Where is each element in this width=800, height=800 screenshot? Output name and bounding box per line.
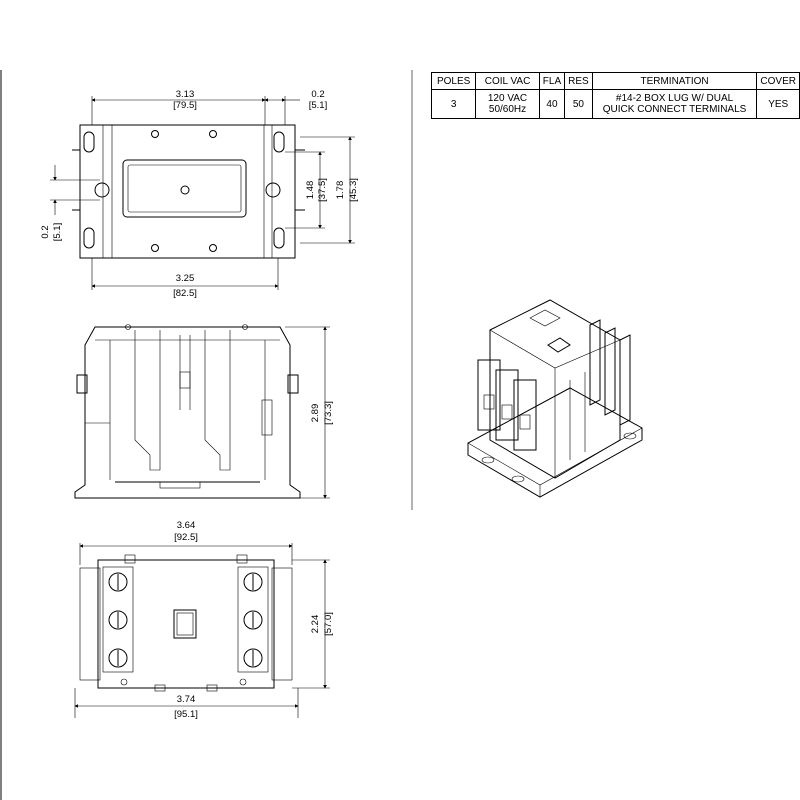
- dim-overall-height-in: 1.78: [335, 181, 346, 200]
- dim-bottom-width-top-mm: [92.5]: [174, 532, 198, 543]
- dim-side-height-in: 2.89: [310, 404, 321, 423]
- dim-top-offset-mm: [5.1]: [309, 100, 328, 111]
- dim-side-height-mm: [73.3]: [323, 401, 334, 425]
- terminal-screws-left: [108, 572, 128, 668]
- termination-line1: #14-2 BOX LUG W/ DUAL: [615, 93, 734, 104]
- dim-overall-height-mm: [45.3]: [348, 178, 359, 202]
- cell-poles: 3: [430, 89, 477, 119]
- dim-left-offset-mm: [5.1]: [52, 223, 63, 242]
- coil-vac-line1: 120 VAC: [487, 93, 528, 104]
- dim-bottom-width-top-in: 3.64: [177, 520, 196, 531]
- header-res: RES: [564, 72, 593, 90]
- dim-bottom-width-overall-in: 3.74: [177, 694, 196, 705]
- dim-top-width-in: 3.13: [176, 89, 195, 100]
- terminal-screws-right: [243, 572, 263, 668]
- coil-vac-line2: 50/60Hz: [488, 104, 527, 115]
- dim-top-width-mm: [79.5]: [173, 100, 197, 111]
- spec-table-header-row: POLES COIL VAC FLA RES TERMINATION COVER: [430, 72, 800, 90]
- header-termination: TERMINATION: [591, 72, 758, 90]
- header-fla: FLA: [538, 72, 566, 90]
- header-cover: COVER: [756, 72, 800, 90]
- spec-table: POLES COIL VAC FLA RES TERMINATION COVER…: [430, 72, 800, 119]
- dim-top-offset-in: 0.2: [311, 89, 324, 100]
- bottom-view: [79, 554, 293, 692]
- side-view: [74, 324, 301, 499]
- dim-base-width-mm: [82.5]: [173, 288, 197, 299]
- cell-coil-vac: 120 VAC 50/60Hz: [475, 89, 540, 119]
- dim-bottom-depth-mm: [57.0]: [323, 612, 334, 636]
- termination-line2: QUICK CONNECT TERMINALS: [602, 104, 747, 115]
- header-poles: POLES: [430, 72, 477, 90]
- cell-res: 50: [564, 89, 593, 119]
- top-view: [72, 124, 305, 259]
- dim-bottom-depth-in: 2.24: [310, 615, 321, 634]
- cell-termination: #14-2 BOX LUG W/ DUAL QUICK CONNECT TERM…: [591, 89, 758, 119]
- cell-cover: YES: [756, 89, 800, 119]
- dim-left-offset-in: 0.2: [40, 225, 51, 238]
- isometric-view: [467, 299, 643, 498]
- dim-bottom-width-overall-mm: [95.1]: [174, 709, 198, 720]
- header-coil-vac: COIL VAC: [475, 72, 540, 90]
- dim-hole-spacing-in: 1.48: [305, 181, 316, 200]
- cell-fla: 40: [538, 89, 566, 119]
- dim-hole-spacing-mm: [37.5]: [317, 178, 328, 202]
- dim-base-width-in: 3.25: [176, 273, 195, 284]
- spec-table-row: 3 120 VAC 50/60Hz 40 50 #14-2 BOX LUG W/…: [430, 89, 800, 119]
